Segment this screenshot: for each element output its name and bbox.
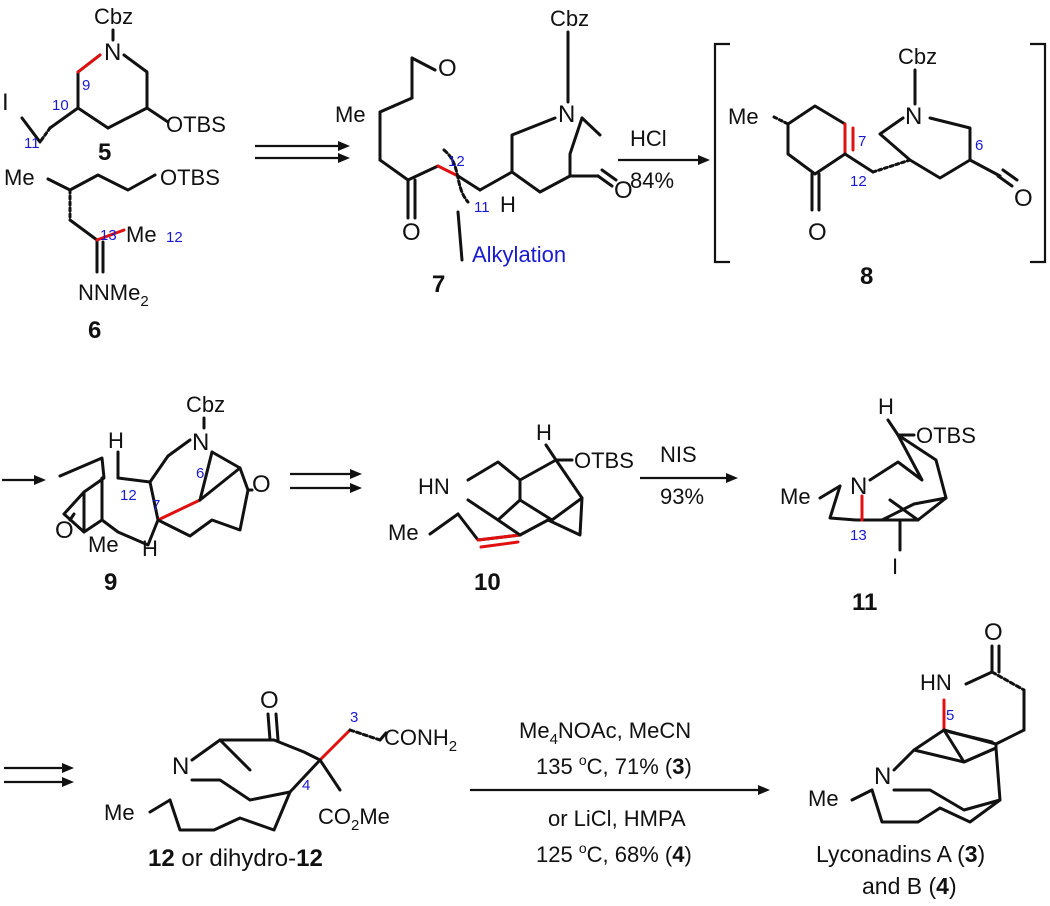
lactam-o-label: O bbox=[984, 619, 1003, 646]
ketone-o-label-7: O bbox=[402, 219, 421, 246]
compound-11-structure: H OTBS N Me I 13 11 bbox=[780, 394, 976, 616]
otbs-label-11: OTBS bbox=[916, 423, 976, 448]
reagent-nis-yield: 93% bbox=[660, 484, 704, 509]
me-label-6: Me bbox=[4, 165, 35, 190]
nitrogen-label-11: N bbox=[850, 473, 867, 500]
nitrogen-label-8: N bbox=[905, 103, 922, 130]
compound-6-structure: Me OTBS Me 12 13 NNMe2 6 bbox=[4, 165, 220, 344]
nitrogen-label-9: N bbox=[192, 429, 209, 456]
me-label-12: Me bbox=[104, 800, 135, 825]
atom-number-11: 11 bbox=[24, 135, 40, 152]
compound-12-label: 12 or dihydro-12 bbox=[148, 845, 323, 872]
h-label-10: H bbox=[536, 420, 552, 445]
nitrogen-label-12: N bbox=[172, 753, 189, 780]
cbz-label-8: Cbz bbox=[898, 44, 937, 69]
atom-number-6-cpd9: 6 bbox=[196, 465, 204, 482]
atom-number-7-cpd8: 7 bbox=[858, 133, 866, 150]
lyconadin-structure: O HN N Me 5 Lyconadins A (3) and B (4) bbox=[808, 619, 1026, 899]
otbs-label-10: OTBS bbox=[574, 448, 634, 473]
arrow-hcl: HCl 84% bbox=[618, 126, 710, 193]
compound-7-structure: O Me O Cbz N O H 12 11 Alkylation 7 bbox=[335, 6, 633, 298]
nh-label-product: HN bbox=[920, 670, 952, 695]
atom-number-12-cpd6: 12 bbox=[166, 229, 183, 246]
ketone-o-label-9b: O bbox=[252, 471, 271, 498]
alkylation-annotation: Alkylation bbox=[472, 242, 566, 267]
me-label-11: Me bbox=[780, 484, 811, 509]
cbz-label-5: Cbz bbox=[94, 4, 133, 29]
nitrogen-label-7: N bbox=[558, 101, 575, 128]
me-label-10: Me bbox=[388, 520, 419, 545]
ketone-o-label-12: O bbox=[260, 687, 279, 714]
compound-5-structure: Cbz N I OTBS 9 10 11 5 bbox=[2, 4, 226, 166]
iodine-label-5: I bbox=[2, 89, 9, 116]
compound-9-label: 9 bbox=[104, 569, 117, 596]
compound-10-label: 10 bbox=[474, 569, 501, 596]
atom-number-7-cpd9: 7 bbox=[152, 497, 160, 514]
compound-9-structure: Cbz N O H Me O H 12 7 6 9 bbox=[55, 392, 271, 596]
atom-number-13-cpd11: 13 bbox=[850, 527, 867, 544]
atom-number-10: 10 bbox=[52, 97, 69, 114]
conh2-label-12: CONH2 bbox=[384, 725, 457, 755]
compound-11-label: 11 bbox=[852, 589, 877, 616]
ketone-o-label-7b: O bbox=[614, 177, 633, 204]
nnme2-label-6: NNMe2 bbox=[78, 280, 149, 310]
arrow-to-9 bbox=[2, 475, 46, 485]
cbz-label-9: Cbz bbox=[186, 392, 225, 417]
reagent-hcl: HCl bbox=[630, 126, 667, 151]
atom-number-5-product: 5 bbox=[946, 707, 954, 724]
compound-8-structure: Me O Cbz N O 7 12 6 8 bbox=[713, 42, 1047, 290]
compound-6-label: 6 bbox=[88, 317, 101, 344]
otbs-label-6: OTBS bbox=[160, 165, 220, 190]
ketone-o-label-8b: O bbox=[1014, 185, 1033, 212]
product-name-line2: and B (4) bbox=[862, 873, 957, 899]
h-label-9b: H bbox=[142, 536, 158, 561]
double-arrow-1 bbox=[255, 141, 350, 163]
otbs-label-5: OTBS bbox=[166, 112, 226, 137]
co2me-label-12: CO2Me bbox=[318, 804, 390, 834]
nitrogen-label-product: N bbox=[874, 763, 891, 790]
compound-12-structure: O N Me CONH2 CO2Me 3 4 12 or dihydro-12 bbox=[104, 687, 457, 872]
compound-10-structure: H OTBS HN Me 10 bbox=[388, 420, 634, 596]
me-label-9: Me bbox=[88, 532, 119, 557]
h-label-11: H bbox=[878, 394, 894, 419]
arrow-final: Me4NOAc, MeCN 135 oC, 71% (3) or LiCl, H… bbox=[470, 718, 770, 867]
atom-number-13-cpd6: 13 bbox=[100, 227, 117, 244]
atom-number-4-cpd12: 4 bbox=[302, 777, 310, 794]
atom-number-12-cpd9: 12 bbox=[120, 487, 137, 504]
arrow-nis: NIS 93% bbox=[640, 442, 738, 509]
reagent-step-a-line1: Me4NOAc, MeCN bbox=[519, 718, 691, 748]
atom-number-12-cpd8: 12 bbox=[850, 173, 867, 190]
iodine-label-11: I bbox=[892, 554, 898, 579]
reagent-nis: NIS bbox=[660, 442, 697, 467]
reagent-step-a-line2: 135 oC, 71% (3) bbox=[536, 752, 692, 779]
reagent-step-b-line2: 125 oC, 68% (4) bbox=[536, 840, 692, 867]
cbz-label-7: Cbz bbox=[550, 6, 589, 31]
compound-5-label: 5 bbox=[98, 139, 111, 166]
ketone-o-label-8: O bbox=[808, 219, 827, 246]
product-name-line1: Lyconadins A (3) bbox=[816, 841, 985, 867]
atom-number-3-cpd12: 3 bbox=[350, 709, 358, 726]
atom-number-11-cpd7: 11 bbox=[474, 199, 490, 216]
me-label-6b: Me bbox=[126, 222, 157, 247]
double-arrow-2 bbox=[290, 469, 362, 493]
compound-8-label: 8 bbox=[860, 263, 873, 290]
me-label-8: Me bbox=[728, 104, 759, 129]
h-label-9a: H bbox=[108, 428, 124, 453]
atom-number-9: 9 bbox=[82, 77, 90, 94]
h-label-7: H bbox=[500, 192, 516, 217]
nitrogen-label-5: N bbox=[104, 39, 121, 66]
double-arrow-3 bbox=[4, 763, 74, 787]
me-label-product: Me bbox=[808, 786, 839, 811]
reagent-hcl-yield: 84% bbox=[630, 168, 674, 193]
ketone-o-label-9: O bbox=[55, 517, 74, 544]
atom-number-6-cpd8: 6 bbox=[975, 137, 983, 154]
nh-label-10: HN bbox=[418, 474, 450, 499]
aldehyde-o-label-7: O bbox=[438, 55, 457, 82]
me-label-7: Me bbox=[335, 102, 366, 127]
compound-7-label: 7 bbox=[432, 271, 445, 298]
atom-number-12-cpd7: 12 bbox=[448, 153, 465, 170]
reagent-step-b-line1: or LiCl, HMPA bbox=[548, 806, 686, 831]
